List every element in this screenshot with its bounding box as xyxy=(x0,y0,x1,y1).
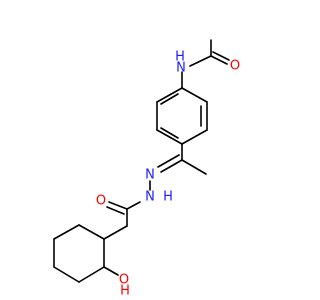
bond-nh-carbonyl xyxy=(126,201,141,210)
cyclohexane-bond-2 xyxy=(53,224,80,240)
amide-o-label: O xyxy=(230,59,240,74)
bond-carbonyl-oxygen-b xyxy=(212,51,230,61)
cyclohexane-ring xyxy=(53,224,119,283)
benzene-ring xyxy=(156,71,208,145)
amide-h-label: H xyxy=(175,50,185,65)
ring-double-bond-2 xyxy=(160,127,179,139)
bond-imine-double-a xyxy=(160,159,183,173)
bond-imine-double-b xyxy=(157,154,180,168)
bond-hydrazide-oxygen-a xyxy=(108,201,128,210)
bond-carbonyl-nh xyxy=(189,55,212,67)
ring-bond-6 xyxy=(156,87,183,103)
bond-methylene-cyclohexane xyxy=(103,225,128,240)
carbonyl-o-label: O xyxy=(96,194,106,209)
bond-imine-carbon-methyl xyxy=(181,159,207,175)
hydroxyl-h-label: H xyxy=(120,284,130,299)
bond-carbonyl-oxygen-a xyxy=(210,55,228,65)
hydrazide-h-label: H xyxy=(163,190,173,205)
molecule-structure: H N O N N H O O H xyxy=(53,39,240,299)
hydrazone-chain xyxy=(103,143,207,240)
hydroxyl-o-label: O xyxy=(119,273,129,288)
ring-bond-4 xyxy=(156,129,183,145)
amide-n-label: N xyxy=(176,61,186,76)
imine-n-label: N xyxy=(145,168,155,183)
atom-labels: H N O N N H O O H xyxy=(96,50,240,299)
ring-bond-3 xyxy=(181,129,208,145)
cyclohexane-bond-5 xyxy=(78,266,105,283)
cyclohexane-bond-1 xyxy=(78,224,105,240)
bond-hydrazide-oxygen-b xyxy=(106,206,125,215)
ring-double-bond-3 xyxy=(160,93,179,105)
hydrazide-n-label: N xyxy=(145,190,155,205)
ring-bond-1 xyxy=(181,87,208,103)
bond-carbon-hydroxyl xyxy=(103,266,119,276)
acetamide-group xyxy=(189,39,230,67)
cyclohexane-bond-4 xyxy=(53,266,80,283)
